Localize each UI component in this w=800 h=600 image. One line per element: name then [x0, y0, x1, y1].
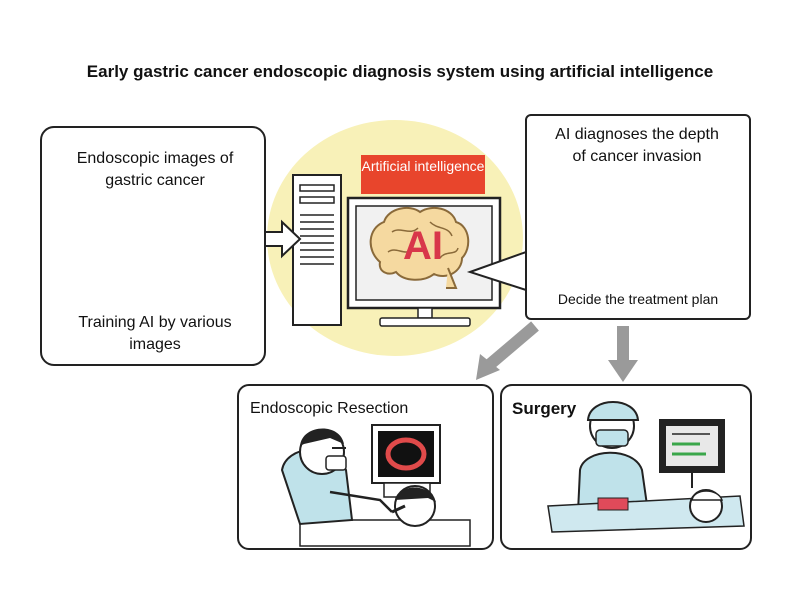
brain-icon	[369, 206, 470, 289]
arrow-to-computer-icon	[264, 219, 302, 259]
training-panel-caption: Training AI by various images	[78, 314, 232, 353]
diagnosis-panel-caption: Decide the treatment plan	[557, 291, 719, 307]
ai-label: Artificial intelligence	[361, 155, 485, 194]
gray-arrow-to-surgery-icon	[608, 326, 638, 382]
endoscopy-scene	[280, 424, 471, 547]
surgery-scene	[547, 401, 745, 533]
training-panel-heading: Endoscopic images of gastric cancer	[76, 150, 234, 189]
diagnosis-panel-heading: AI diagnoses the depth of cancer invasio…	[555, 126, 719, 165]
surgery-label: Surgery	[512, 399, 577, 418]
computer-tower-icon	[292, 174, 342, 326]
gray-arrow-to-resection-icon	[476, 321, 539, 380]
resection-panel	[237, 384, 494, 550]
ai-monitor-text: AI	[403, 224, 443, 268]
resection-label: Endoscopic Resection	[250, 400, 409, 417]
training-panel	[40, 126, 266, 366]
surgery-panel	[500, 384, 752, 550]
diagram-title: Early gastric cancer endoscopic diagnosi…	[86, 62, 714, 81]
diagnosis-panel	[525, 114, 751, 320]
